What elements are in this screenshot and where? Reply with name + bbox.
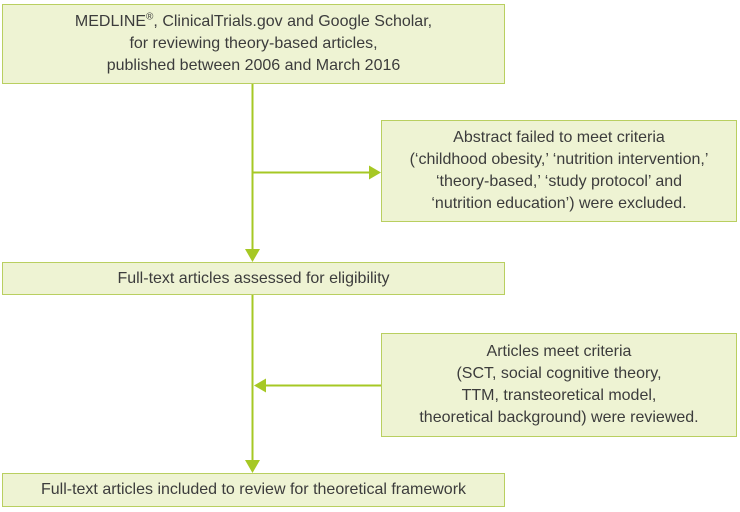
included-line-1: Full-text articles included to review fo…: [40, 481, 467, 498]
search-sources-line-2: for reviewing theory-based articles,: [129, 35, 378, 52]
arrow-left-icon: [254, 378, 266, 393]
flow-box-excluded-criteria: Abstract failed to meet criteria (‘child…: [381, 120, 737, 222]
flow-box-eligibility-assessment: Full-text articles assessed for eligibil…: [2, 262, 505, 295]
eligibility-line-1: Full-text articles assessed for eligibil…: [117, 269, 390, 287]
source-name: MEDLINE: [74, 13, 147, 30]
reviewed-line-1: Articles meet criteria: [486, 343, 632, 360]
reviewed-line-4: theoretical background) were reviewed.: [419, 409, 699, 426]
excluded-line-4: ‘nutrition education’) were excluded.: [431, 195, 687, 212]
excluded-line-3: ‘theory-based,’ ‘study protocol’ and: [435, 173, 683, 190]
arrow-down-icon: [245, 249, 260, 262]
search-sources-line-1: MEDLINE®, ClinicalTrials.gov and Google …: [3, 11, 504, 33]
flow-box-search-sources: MEDLINE®, ClinicalTrials.gov and Google …: [2, 4, 505, 84]
reviewed-line-2: (SCT, social cognitive theory,: [456, 365, 662, 382]
flow-box-included-articles: Full-text articles included to review fo…: [2, 473, 505, 507]
arrow-down-icon: [245, 460, 260, 473]
excluded-line-2: (‘childhood obesity,’ ‘nutrition interve…: [409, 151, 709, 168]
source-name-rest: , ClinicalTrials.gov and Google Scholar,: [153, 13, 433, 30]
search-sources-line-3: published between 2006 and March 2016: [106, 57, 401, 74]
flow-box-reviewed-criteria: Articles meet criteria (SCT, social cogn…: [381, 333, 737, 437]
registered-trademark-symbol: ®: [146, 11, 154, 23]
arrow-right-icon: [369, 165, 381, 180]
reviewed-line-3: TTM, transteoretical model,: [461, 387, 657, 404]
excluded-line-1: Abstract failed to meet criteria: [453, 129, 665, 146]
